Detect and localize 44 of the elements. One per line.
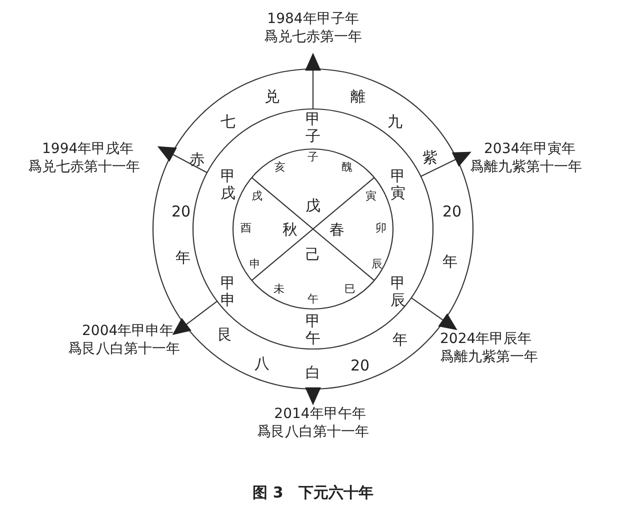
ring-label: 甲午 (305, 312, 321, 348)
ring-label: 20 (171, 203, 191, 221)
ring-label: 紫 (422, 149, 438, 167)
ring-label: 白 (306, 364, 320, 382)
ring-label: 赤 (190, 151, 204, 169)
ring-label: 甲戌 (220, 168, 236, 202)
ring-label: 離 (350, 88, 366, 106)
ring-label: 午 (308, 294, 318, 306)
ring-label: 年 (442, 253, 458, 271)
ring-label: 申 (250, 258, 260, 272)
ring-label: 八 (254, 355, 270, 373)
ring-label: 辰 (372, 258, 382, 272)
year-note: 1984年甲子年爲兑七赤第一年 (264, 10, 362, 46)
year-note: 2014年甲午年爲艮八白第十一年 (256, 405, 370, 442)
year-note: 2004年甲申年爲艮八白第十一年 (68, 322, 181, 358)
ring-label: 年 (392, 331, 408, 349)
ring-label: 戌 (252, 190, 262, 204)
ring-label: 春 (330, 221, 344, 239)
ring-label: 己 (306, 246, 320, 264)
ring-label: 艮 (218, 326, 232, 344)
ring-label: 卯 (376, 222, 386, 236)
ring-label: 寅 (366, 190, 376, 204)
ring-label: 兑 (264, 88, 280, 106)
year-note: 2034年甲寅年爲離九紫第十一年 (470, 140, 583, 176)
ring-label: 秋 (282, 221, 298, 239)
year-note: 2024年甲辰年爲離九紫第一年 (440, 330, 539, 366)
ring-label: 20 (350, 357, 370, 375)
ring-label: 醜 (342, 162, 352, 174)
ring-label: 戊 (306, 197, 320, 215)
ring-label: 未 (274, 284, 284, 296)
ring-label: 亥 (274, 162, 286, 174)
year-note: 1994年甲戌年爲兑七赤第十一年 (28, 140, 141, 176)
ring-label: 20 (442, 203, 462, 221)
ring-label: 子 (308, 152, 318, 164)
ring-label: 甲子 (305, 110, 321, 146)
ring-label: 巳 (344, 284, 356, 296)
ring-label: 甲申 (220, 274, 236, 310)
ring-label: 甲寅 (390, 168, 406, 202)
ring-label: 甲辰 (390, 274, 406, 310)
ring-label: 七 (220, 113, 236, 131)
ring-label: 酉 (240, 222, 252, 236)
ring-label: 九 (388, 113, 402, 131)
figure-caption: 图 3 下元六十年 (252, 484, 374, 502)
ring-label: 年 (176, 249, 190, 267)
